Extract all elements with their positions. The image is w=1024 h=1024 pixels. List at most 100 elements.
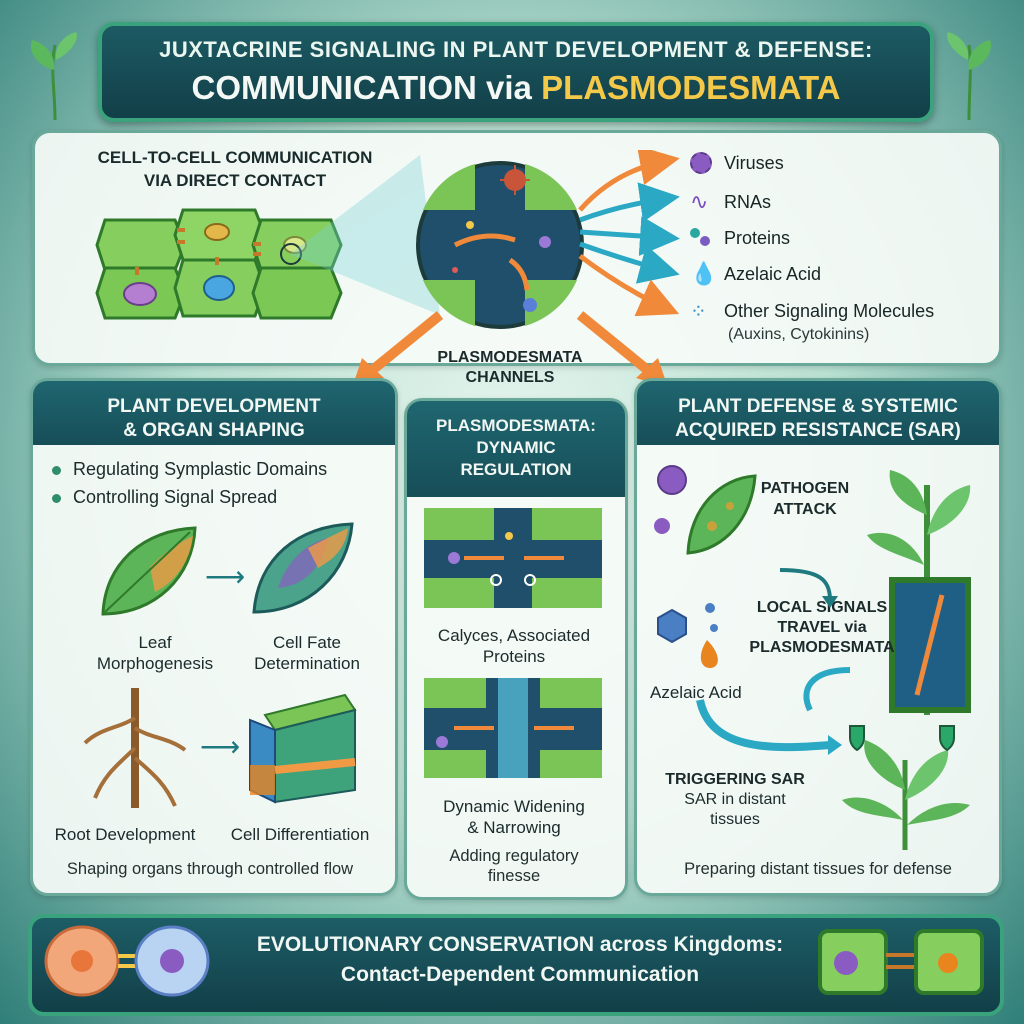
regulation-caption-line1: Adding regulatory (449, 847, 579, 865)
molecule-item: Viruses (690, 148, 980, 178)
trigger-line3: tissues (710, 811, 760, 828)
azelaic-molecule-icon (657, 603, 718, 668)
protected-plant-icon (842, 725, 970, 850)
regulation-caption-line2: finesse (487, 867, 541, 885)
molecule-sublabel: (Auxins, Cytokinins) (728, 326, 870, 343)
animal-cells-icon (44, 925, 210, 997)
bullet-item: Regulating Symplastic Domains (52, 455, 327, 483)
leaf-icon (101, 526, 197, 616)
local-signals-label: LOCAL SIGNALS TRAVEL via PLASMODESMATA (742, 598, 902, 658)
molecule-item: ⁘ Other Signaling Molecules (690, 296, 980, 326)
regulation-caption: Adding regulatory finesse (416, 846, 612, 886)
corner-sprout-left-icon (30, 32, 78, 120)
regulation-heading-line3: REGULATION (460, 460, 572, 479)
defense-heading-line2: ACQUIRED RESISTANCE (SAR) (675, 420, 961, 441)
fate-label-line2: Determination (254, 654, 360, 673)
zoom-beam (290, 155, 440, 315)
pathogen-label-line1: PATHOGEN (760, 480, 850, 497)
pathogen-leaf-icon (654, 465, 757, 555)
molecule-item: ∿ RNAs (690, 184, 980, 220)
molecule-label: Viruses (724, 152, 784, 173)
leaf-label-line2: Morphogenesis (96, 654, 214, 673)
development-panel: PLANT DEVELOPMENT & ORGAN SHAPING (30, 378, 398, 896)
channel-wide-illustration (424, 678, 602, 778)
plant-cells-icon (818, 929, 984, 995)
molecule-item: 💧 Azelaic Acid (690, 256, 980, 292)
patterned-leaf-icon (252, 522, 354, 614)
molecule-cluster-icon: ⁘ (690, 300, 707, 323)
channel-label-line1: PLASMODESMATA (437, 349, 583, 366)
bullet-text: Controlling Signal Spread (73, 487, 278, 507)
droplet-icon: 💧 (690, 261, 718, 286)
bullet-text: Regulating Symplastic Domains (73, 459, 328, 479)
local-line1: LOCAL SIGNALS (756, 599, 888, 616)
plant-cell-cluster-illustration (95, 208, 343, 320)
protein-icon (690, 228, 712, 248)
diff-label: Cell Differentiation (230, 825, 370, 844)
title-banner: JUXTACRINE SIGNALING IN PLANT DEVELOPMEN… (98, 22, 934, 122)
defense-heading-line1: PLANT DEFENSE & SYSTEMIC (678, 396, 958, 417)
azelaic-label: Azelaic Acid (650, 683, 742, 702)
channel-label: PLASMODESMATA CHANNELS (410, 348, 610, 388)
defense-plant-icon (867, 470, 971, 715)
molecule-label: Azelaic Acid (724, 263, 822, 284)
defense-caption: Preparing distant tissues for defense (684, 860, 952, 878)
trigger-line2: SAR in distant (684, 791, 786, 808)
fate-label: Cell Fate Determination (232, 632, 382, 674)
channel-narrow-illustration (424, 508, 602, 608)
development-heading-line2: & ORGAN SHAPING (123, 420, 305, 441)
dev-arrow-icon: ⟶ (205, 561, 246, 592)
pathogen-label: PATHOGEN ATTACK (750, 478, 860, 520)
defense-header: PLANT DEFENSE & SYSTEMIC ACQUIRED RESIST… (637, 381, 999, 445)
top-heading-line2: VIA DIRECT CONTACT (143, 171, 327, 190)
local-line2: TRAVEL via (777, 619, 867, 636)
pathogen-label-line2: ATTACK (773, 501, 837, 518)
regulation-panel: PLASMODESMATA: DYNAMIC REGULATION (404, 398, 628, 900)
title-line2-pre: COMMUNICATION via (191, 69, 542, 106)
regulation-label2-line2: & Narrowing (467, 818, 561, 837)
local-line3: PLASMODESMATA (749, 639, 895, 656)
top-heading: CELL-TO-CELL COMMUNICATION VIA DIRECT CO… (70, 146, 400, 192)
leaf-label-line1: Leaf (138, 633, 172, 652)
molecule-arrows (578, 150, 680, 317)
virus-icon (690, 152, 712, 174)
trigger-label: TRIGGERING SAR SAR in distant tissues (650, 770, 820, 830)
fate-label-line1: Cell Fate (272, 633, 342, 652)
top-heading-line1: CELL-TO-CELL COMMUNICATION (97, 148, 373, 167)
bottom-line1: EVOLUTIONARY CONSERVATION across Kingdom… (256, 933, 784, 956)
molecule-list: Viruses ∿ RNAs Proteins 💧 Azelaic Acid ⁘… (690, 148, 980, 344)
title-line2-accent: PLASMODESMATA (541, 69, 841, 106)
molecule-item: Proteins (690, 220, 980, 256)
development-heading-line1: PLANT DEVELOPMENT (107, 396, 321, 417)
bullet-dot-icon (52, 465, 61, 475)
molecule-label: RNAs (724, 191, 772, 212)
dev-arrow2-icon: ⟶ (200, 731, 241, 762)
title-line2: COMMUNICATION via PLASMODESMATA (192, 69, 841, 107)
regulation-heading-line2: DYNAMIC (476, 438, 556, 457)
tissue-block-icon (249, 693, 357, 804)
regulation-label2: Dynamic Widening & Narrowing (416, 796, 612, 838)
regulation-label2-line1: Dynamic Widening (443, 797, 585, 816)
molecule-label: Other Signaling Molecules (724, 300, 935, 321)
bullet-item: Controlling Signal Spread (52, 483, 327, 511)
trigger-line1: TRIGGERING SAR (665, 771, 805, 788)
corner-sprout-right-icon (946, 32, 992, 120)
development-bullets: Regulating Symplastic Domains Controllin… (52, 455, 327, 511)
regulation-header: PLASMODESMATA: DYNAMIC REGULATION (407, 401, 625, 497)
rna-icon: ∿ (690, 189, 709, 214)
bullet-dot-icon (52, 493, 61, 503)
regulation-heading-line1: PLASMODESMATA: (436, 416, 596, 435)
title-line1: JUXTACRINE SIGNALING IN PLANT DEVELOPMEN… (159, 37, 873, 62)
channel-label-line2: CHANNELS (465, 369, 555, 386)
regulation-label1: Calyces, Associated Proteins (416, 625, 612, 667)
bottom-line2: Contact-Dependent Communication (340, 963, 700, 986)
regulation-label1-line1: Calyces, Associated (437, 626, 591, 645)
molecule-label: Proteins (724, 227, 791, 248)
bottom-text: EVOLUTIONARY CONSERVATION across Kingdom… (220, 930, 820, 990)
development-header: PLANT DEVELOPMENT & ORGAN SHAPING (33, 381, 395, 445)
defense-flow-arrows (696, 568, 851, 755)
leaf-label: Leaf Morphogenesis (80, 632, 230, 674)
plasmodesmata-channel-zoom (416, 161, 584, 329)
regulation-label1-line2: Proteins (482, 647, 546, 666)
development-caption: Shaping organs through controlled flow (66, 860, 354, 878)
